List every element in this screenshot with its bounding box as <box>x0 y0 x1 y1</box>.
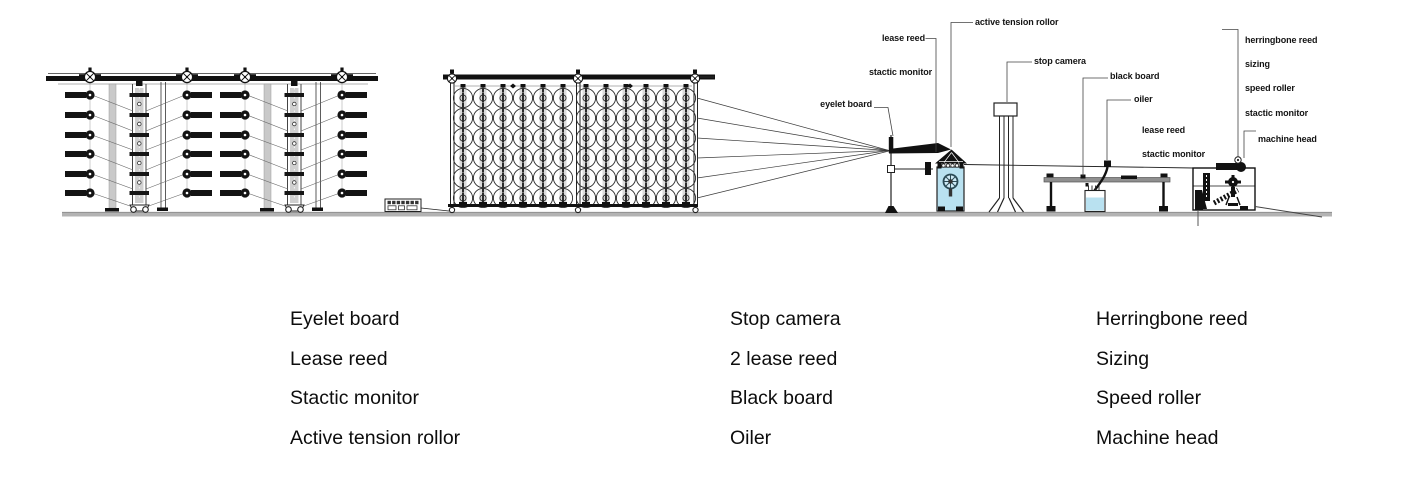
legend-item: Eyelet board <box>290 308 400 330</box>
machine-head-unit <box>1192 162 1323 226</box>
control-box <box>384 198 450 212</box>
callout-lease-reed-2: lease reed <box>1142 125 1186 135</box>
callout-stop-camera: stop camera <box>1034 56 1086 66</box>
callout-machine-head: machine head <box>1258 134 1317 144</box>
legend-column-3: Herringbone reed Sizing Speed roller Mac… <box>1096 300 1248 458</box>
legend-item: Stactic monitor <box>290 387 419 410</box>
callout-stactic-monitor-2: stactic monitor <box>1142 149 1206 159</box>
machine-line-drawing <box>46 22 1332 226</box>
thread-bundle <box>889 143 951 154</box>
legend-item: Lease reed <box>290 347 388 370</box>
callout-sizing: sizing <box>1245 59 1270 69</box>
legend-item: Sizing <box>1096 347 1150 370</box>
callout-eyelet-board: eyelet board <box>820 99 872 109</box>
bracket-end-dot <box>1236 158 1240 162</box>
callout-speed-roller: speed roller <box>1245 83 1295 93</box>
callout-active-tension-rollor: active tension rollor <box>975 17 1059 27</box>
bobbin-creel <box>443 68 715 214</box>
callout-lease-reed: lease reed <box>881 33 925 43</box>
eyelet-board <box>885 135 933 213</box>
legend-item: Black board <box>730 387 833 410</box>
legend-item: Oiler <box>730 426 772 449</box>
callout-herringbone-reed: herringbone reed <box>1245 35 1318 45</box>
callout-stactic-monitor: stactic monitor <box>869 67 933 77</box>
warp-thread <box>963 164 1194 169</box>
oiler-unit <box>1084 160 1111 213</box>
legend-column-1: Eyelet board Lease reed Stactic monitor … <box>290 300 460 458</box>
tension-roller-machine <box>935 149 967 212</box>
stop-camera-stand <box>988 102 1024 213</box>
legend-item: Active tension rollor <box>290 426 461 449</box>
legend-item: 2 lease reed <box>730 347 838 370</box>
legend-column-2: Stop camera 2 lease reed Black board Oil… <box>730 300 841 458</box>
legend-item: Speed roller <box>1096 387 1202 410</box>
legend-item: Machine head <box>1096 426 1219 449</box>
thread-fan <box>696 97 890 199</box>
callout-black-board: black board <box>1110 71 1160 81</box>
legend-item: Herringbone reed <box>1096 308 1248 330</box>
table <box>1043 173 1171 212</box>
side-creel-frames <box>46 68 378 213</box>
callout-leader-lines <box>874 22 1256 176</box>
black-board-marker <box>1080 174 1086 179</box>
legend-item: Stop camera <box>730 308 841 330</box>
callout-stactic-monitor-3: stactic monitor <box>1245 108 1309 118</box>
callout-oiler: oiler <box>1134 94 1153 104</box>
